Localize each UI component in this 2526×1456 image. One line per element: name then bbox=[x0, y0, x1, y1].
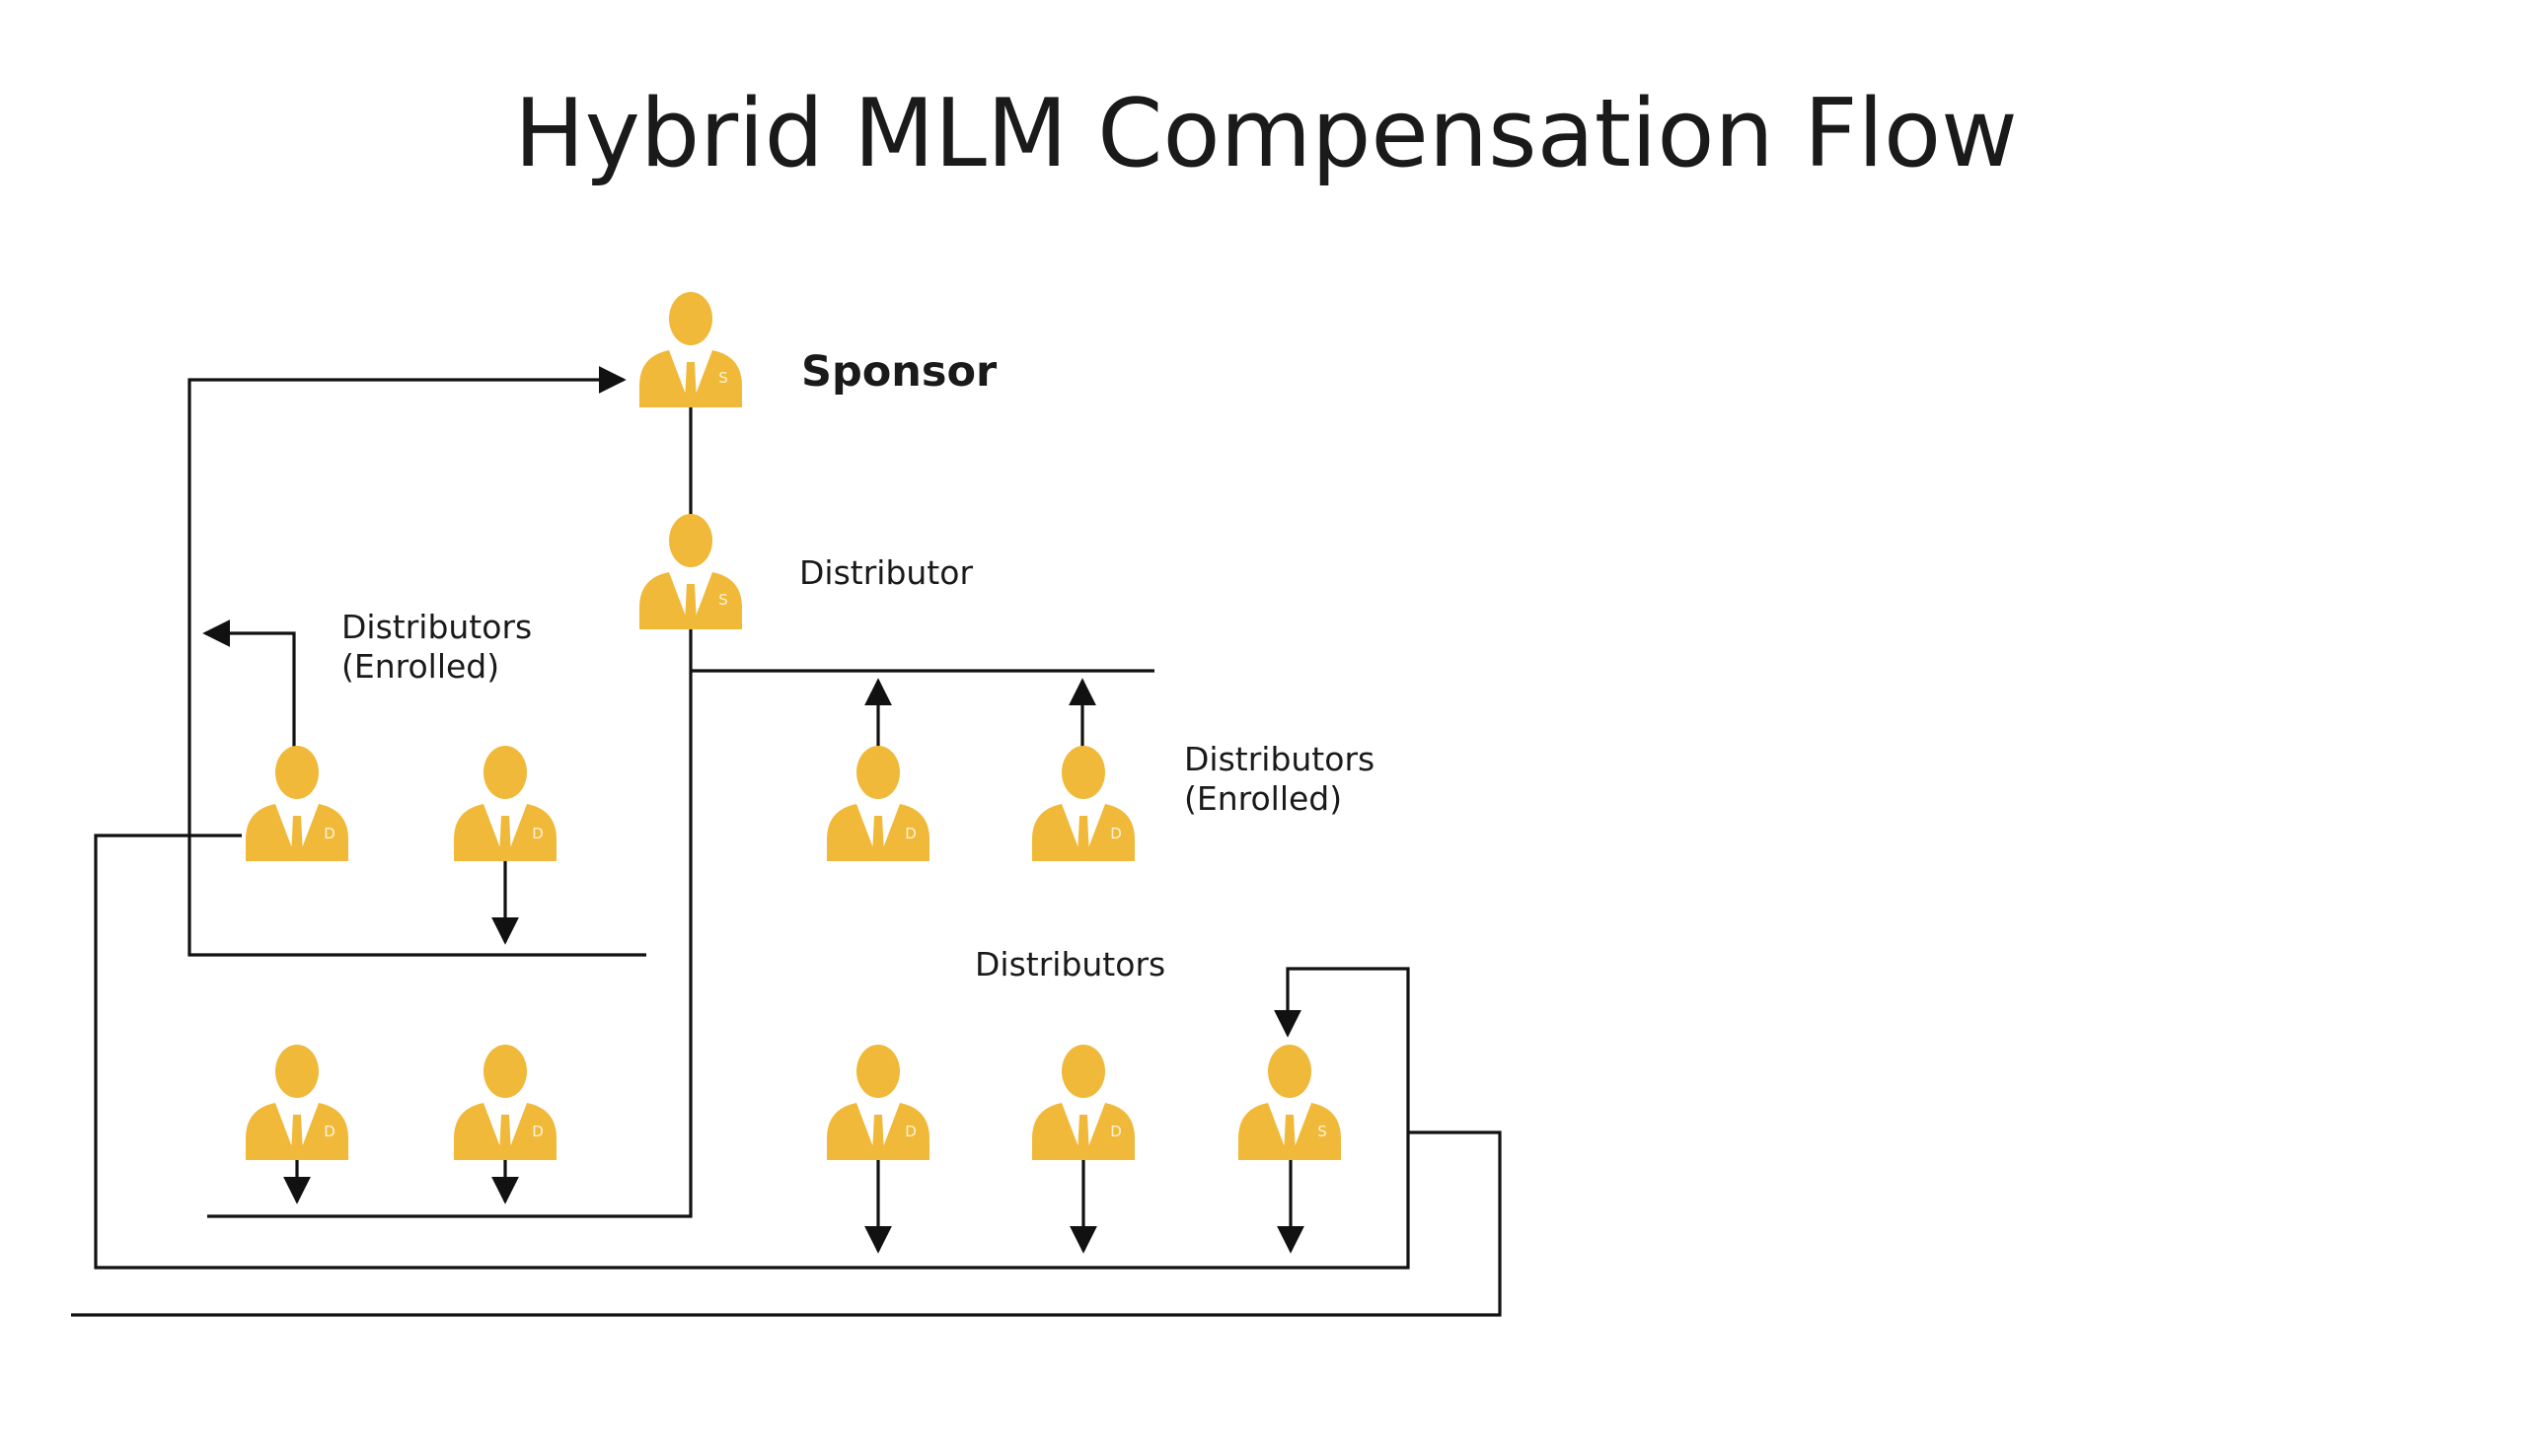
person-bottom-left-2: D bbox=[454, 1045, 557, 1160]
person-bottom-right: S bbox=[1238, 1045, 1341, 1160]
person-sponsor: S bbox=[639, 292, 742, 407]
badge-bottom-right: S bbox=[1317, 1123, 1327, 1140]
arrow-enrolled-left-out bbox=[202, 619, 296, 750]
badge-enrolled-left-1: D bbox=[324, 825, 335, 842]
badge-distributor: S bbox=[718, 591, 728, 609]
label-enrolled-right-line1: Distributors bbox=[1184, 740, 1374, 778]
person-bottom-mid-1: D bbox=[827, 1045, 929, 1160]
badge-sponsor: S bbox=[718, 369, 728, 387]
person-enrolled-left-1: D bbox=[246, 746, 348, 861]
person-bottom-mid-2: D bbox=[1032, 1045, 1135, 1160]
person-bottom-left-1: D bbox=[246, 1045, 348, 1160]
label-enrolled-left-line2: (Enrolled) bbox=[341, 647, 499, 686]
line-loop-to-sponsor bbox=[187, 366, 646, 957]
label-enrolled-right-line2: (Enrolled) bbox=[1184, 779, 1342, 818]
person-distributor: S bbox=[639, 514, 742, 629]
line-bottom-bar bbox=[71, 1130, 1502, 1317]
person-enrolled-right-2: D bbox=[1032, 746, 1135, 861]
person-enrolled-left-2: D bbox=[454, 746, 557, 861]
badge-enrolled-right-1: D bbox=[905, 825, 917, 842]
line-distributor-trunk bbox=[207, 623, 693, 1218]
badge-enrolled-left-2: D bbox=[532, 825, 544, 842]
badge-enrolled-right-2: D bbox=[1110, 825, 1122, 842]
label-enrolled-left-line1: Distributors bbox=[341, 608, 532, 646]
person-enrolled-right-1: D bbox=[827, 746, 929, 861]
badge-bottom-left-2: D bbox=[532, 1123, 544, 1140]
label-distributor: Distributor bbox=[799, 553, 973, 592]
badge-bottom-mid-2: D bbox=[1110, 1123, 1122, 1140]
label-distributors: Distributors bbox=[975, 945, 1165, 983]
badge-bottom-left-1: D bbox=[324, 1123, 335, 1140]
page-title: Hybrid MLM Compensation Flow bbox=[514, 80, 2018, 188]
connector-lines bbox=[71, 366, 1502, 1317]
label-sponsor: Sponsor bbox=[801, 347, 998, 397]
badge-bottom-mid-1: D bbox=[905, 1123, 917, 1140]
line-outer-loop bbox=[94, 834, 1410, 1270]
